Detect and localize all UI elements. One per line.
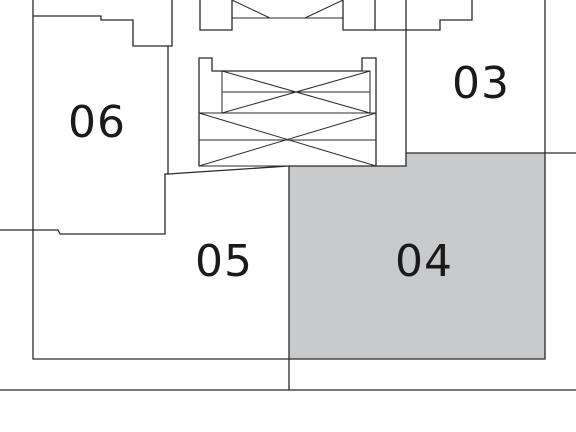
unit-03-top-wall [406,0,473,31]
unit-label-04: 04 [395,236,453,287]
unit-label-03: 03 [452,58,510,109]
unit-03-boundary [289,0,407,167]
unit-label-05: 05 [195,236,253,287]
unit-05-top-wall [167,165,290,175]
unit-label-06: 06 [68,97,126,148]
upper-shaft [168,0,406,47]
unit-06-boundary [0,15,169,235]
elevator-shafts [198,57,377,167]
